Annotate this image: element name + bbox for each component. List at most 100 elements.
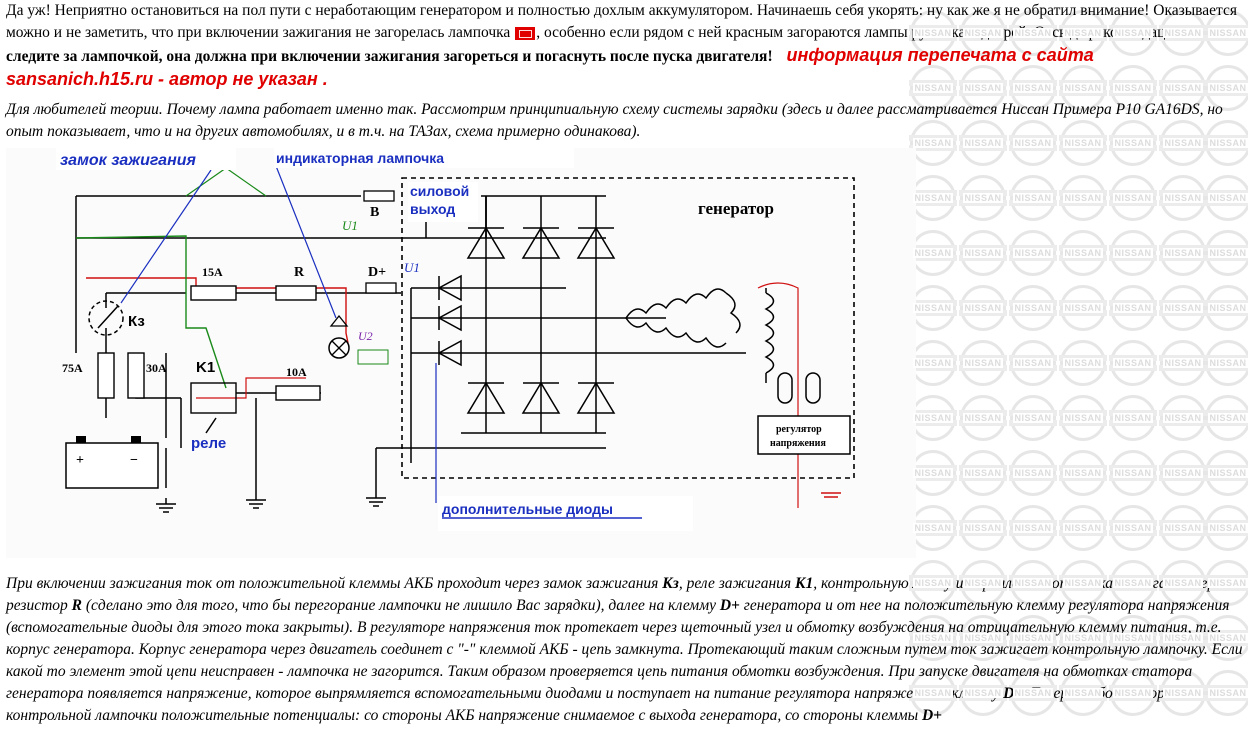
nissan-watermark-icon: NISSAN xyxy=(909,395,957,441)
relay-k1 xyxy=(190,382,237,414)
label-relay: реле xyxy=(191,435,226,452)
voltage-regulator xyxy=(757,415,851,455)
fuse-75a xyxy=(97,352,115,399)
term-d-plus: D+ xyxy=(719,597,740,614)
label-k1: K1 xyxy=(196,359,215,376)
nissan-watermark-icon: NISSAN xyxy=(1059,395,1107,441)
nissan-watermark-icon: NISSAN xyxy=(1159,175,1207,221)
explanation-paragraph: При включении зажигания ток от положител… xyxy=(6,573,1246,727)
explain-text-4: (сделано это для того, что бы перегорани… xyxy=(82,597,720,614)
nissan-watermark-icon: NISSAN xyxy=(1109,395,1157,441)
diode-bridge xyxy=(410,195,746,463)
generator-box xyxy=(401,177,855,479)
nissan-watermark-icon: NISSAN xyxy=(909,230,957,276)
intro-text-2: , особенно если рядом с ней красным заго… xyxy=(536,24,1186,41)
label-indicator-lamp: индикаторная лампочка xyxy=(276,150,444,166)
term-d-plus-2: D+ xyxy=(1003,685,1024,702)
nissan-watermark-icon: NISSAN xyxy=(1109,340,1157,386)
label-10a: 10A xyxy=(286,365,307,379)
nissan-watermark-icon: NISSAN xyxy=(909,340,957,386)
annotation-pointers xyxy=(120,165,437,503)
label-r: R xyxy=(294,265,305,280)
label-d: D+ xyxy=(368,265,386,280)
label-u2: U2 xyxy=(358,329,373,343)
label-power-output-1: силовой xyxy=(410,183,469,199)
nissan-watermark-icon: NISSAN xyxy=(959,505,1007,551)
field-coil xyxy=(764,288,821,404)
nissan-watermark-icon: NISSAN xyxy=(1009,175,1057,221)
wire-red xyxy=(86,277,349,344)
label-u1: U1 xyxy=(342,218,358,233)
nissan-watermark-icon: NISSAN xyxy=(959,230,1007,276)
nissan-watermark-icon: NISSAN xyxy=(1204,505,1248,551)
stator-windings xyxy=(625,288,741,348)
label-30a: 30A xyxy=(146,361,167,375)
nissan-watermark-icon: NISSAN xyxy=(909,285,957,331)
nissan-watermark-icon: NISSAN xyxy=(1204,450,1248,496)
nissan-watermark-icon: NISSAN xyxy=(1009,395,1057,441)
nissan-watermark-icon: NISSAN xyxy=(959,395,1007,441)
nissan-watermark-icon: NISSAN xyxy=(909,505,957,551)
nissan-watermark-icon: NISSAN xyxy=(1009,340,1057,386)
ignition-lock-symbol xyxy=(88,300,124,336)
nissan-watermark-icon: NISSAN xyxy=(1159,340,1207,386)
source-credit: информация перепечата с сайта sansanich.… xyxy=(6,45,1094,89)
nissan-watermark-icon: NISSAN xyxy=(1009,505,1057,551)
ground-symbols xyxy=(156,488,841,513)
theory-paragraph: Для любителей теории. Почему лампа работ… xyxy=(6,101,1223,140)
nissan-watermark-icon: NISSAN xyxy=(959,340,1007,386)
label-regulator-2: напряжения xyxy=(770,438,826,449)
nissan-watermark-icon: NISSAN xyxy=(1009,285,1057,331)
term-d-plus-3: D+ xyxy=(921,707,943,724)
nissan-watermark-icon: NISSAN xyxy=(1109,505,1157,551)
label-generator: генератор xyxy=(698,199,774,218)
label-b: B xyxy=(370,205,379,220)
lamp-diode xyxy=(329,314,349,327)
explain-text-5: генератора и от нее на положительную кле… xyxy=(6,597,1243,702)
explain-text-1: При включении зажигания ток от положител… xyxy=(6,575,663,592)
fuse-10a xyxy=(275,385,321,401)
explain-text-2: , реле зажигания xyxy=(678,575,795,592)
term-k1: К1 xyxy=(795,575,814,592)
fuse-15a xyxy=(190,285,237,301)
label-extra-diodes: дополнительные диоды xyxy=(442,501,613,517)
charging-circuit-diagram: Кз 75A 30A 15A R 10A K1 реле + − B D+ U1… xyxy=(6,148,916,558)
nissan-watermark-icon: NISSAN xyxy=(909,175,957,221)
nissan-watermark-icon: NISSAN xyxy=(959,175,1007,221)
intro-paragraph: Да уж! Неприятно остановиться на пол пут… xyxy=(6,0,1242,92)
nissan-watermark-icon: NISSAN xyxy=(1059,450,1107,496)
nissan-watermark-icon: NISSAN xyxy=(1159,285,1207,331)
resistor-r xyxy=(275,285,317,301)
label-power-output-2: выход xyxy=(410,201,455,217)
nissan-watermark-icon: NISSAN xyxy=(1204,175,1248,221)
label-15a: 15A xyxy=(202,265,223,279)
nissan-watermark-icon: NISSAN xyxy=(1204,230,1248,276)
nissan-watermark-icon: NISSAN xyxy=(1204,285,1248,331)
wire-red-2 xyxy=(196,377,306,399)
label-u1b: U1 xyxy=(404,260,420,275)
u2-box xyxy=(357,349,389,365)
intro-text-1: Да уж! Неприятно остановиться на пол пут… xyxy=(6,2,1238,41)
nissan-watermark-icon: NISSAN xyxy=(1109,230,1157,276)
nissan-watermark-icon: NISSAN xyxy=(1159,450,1207,496)
nissan-watermark-icon: NISSAN xyxy=(1109,450,1157,496)
nissan-watermark-icon: NISSAN xyxy=(1204,395,1248,441)
nissan-watermark-icon: NISSAN xyxy=(1159,505,1207,551)
nissan-watermark-icon: NISSAN xyxy=(1159,230,1207,276)
battery xyxy=(65,442,159,489)
nissan-watermark-icon: NISSAN xyxy=(1204,340,1248,386)
nissan-watermark-icon: NISSAN xyxy=(1109,175,1157,221)
term-kz: Кз xyxy=(662,575,679,592)
nissan-watermark-icon: NISSAN xyxy=(1059,505,1107,551)
wire-red-3 xyxy=(757,282,799,508)
nissan-watermark-icon: NISSAN xyxy=(1059,285,1107,331)
nissan-watermark-icon: NISSAN xyxy=(959,285,1007,331)
fuse-30a xyxy=(127,352,145,399)
intro-recommendation: следите за лампочкой, она должна при вкл… xyxy=(6,48,773,65)
label-regulator-1: регулятор xyxy=(776,424,822,435)
svg-text:+: + xyxy=(76,453,84,468)
nissan-watermark-icon: NISSAN xyxy=(1059,175,1107,221)
nissan-watermark-icon: NISSAN xyxy=(1009,450,1057,496)
charge-lamp-icon xyxy=(515,26,536,40)
nissan-watermark-icon: NISSAN xyxy=(1009,230,1057,276)
